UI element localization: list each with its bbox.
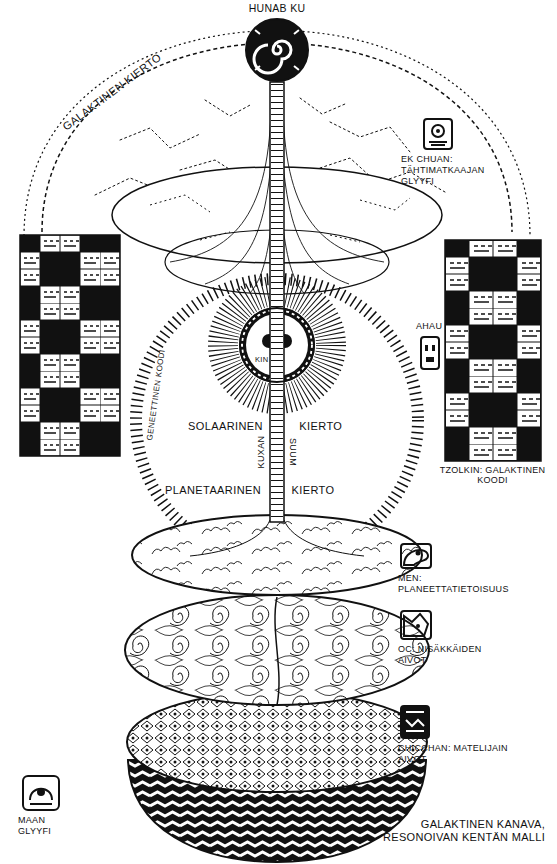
ahau-glyph — [425, 345, 428, 351]
hunab-ku-symbol — [246, 19, 308, 81]
chicchan-glyph — [402, 707, 428, 737]
star-constellations — [300, 98, 345, 114]
hunab-ku-symbol — [246, 19, 308, 81]
kuxan-suum-channel — [270, 82, 284, 522]
node-label: MAAN GLYYFI — [18, 815, 68, 837]
tzolkin-right — [445, 240, 541, 461]
kuxan-suum-channel — [271, 84, 283, 520]
glyph-box: CHICCHAN: MATELIJAIN AIVOT — [400, 705, 430, 739]
hunab-ku-circle: HUNAB KU — [245, 18, 309, 82]
node-label: MEN: PLANEETTATIETOISUUS — [398, 573, 518, 595]
ahau-glyph — [426, 357, 434, 362]
hunab-ku-symbol — [254, 41, 291, 73]
ek-chuan-glyph — [436, 129, 440, 133]
reptilian-layer — [127, 692, 427, 792]
tzolkin-right — [445, 240, 541, 461]
mammalian-layer — [275, 597, 279, 705]
reptilian-layer — [127, 692, 427, 792]
hunab-ku-symbol — [255, 30, 299, 70]
glyph-box: AHAU — [420, 336, 440, 370]
sun-circle: KIN — [239, 307, 315, 383]
mammalian-layer — [125, 595, 429, 705]
star-constellations — [205, 100, 252, 116]
glyph-box: OC: NISÄKKÄIDEN AIVOT — [400, 610, 432, 640]
node-label: HUNAB KU — [225, 2, 329, 15]
node-label: CHICCHAN: MATELIJAIN AIVOT — [398, 743, 508, 765]
planetary-layer — [132, 515, 422, 595]
chicchan-glyph — [402, 707, 428, 737]
glyph-box: EK CHUAN: TÄHTIMATKAAJAN GLYYFI — [423, 118, 453, 150]
earth-glyph — [37, 788, 45, 796]
node-label: EK CHUAN: TÄHTIMATKAAJAN GLYYFI — [401, 154, 513, 186]
caption: GALAKTINEN KANAVA, RESONOIVAN KENTÄN MAL… — [355, 818, 545, 844]
ahau-glyph — [425, 345, 435, 362]
star-constellations — [120, 128, 200, 148]
node-label: AHAU — [416, 321, 466, 332]
men-glyph — [404, 550, 428, 565]
mammalian-layer — [125, 595, 429, 705]
men-glyph — [404, 550, 428, 565]
ek-chuan-glyph — [429, 142, 447, 145]
ek-chuan-glyph — [432, 125, 444, 137]
kuxan-suum-channel — [270, 82, 284, 522]
earth-glyph — [30, 803, 52, 805]
planetary-layer — [190, 520, 364, 556]
planetary-layer — [132, 515, 422, 595]
ek-chuan-glyph — [429, 125, 447, 145]
glyph-box: MAAN GLYYFI — [22, 775, 60, 811]
tzolkin-left — [20, 235, 120, 456]
cycle-label: GALAKTINEN KIERTO — [60, 51, 164, 133]
men-glyph — [416, 551, 421, 556]
chicchan-glyph — [406, 712, 424, 731]
cycle-label: KUXAN — [256, 435, 266, 468]
ahau-glyph — [432, 345, 435, 351]
cycle-label: GENEETTINEN KOODI — [145, 349, 167, 441]
cycle-label: SOLAARINEN KIERTO — [188, 420, 342, 433]
node-label: KIN — [255, 355, 275, 364]
oc-glyph — [404, 614, 428, 636]
star-constellations — [330, 122, 410, 152]
cycle-label: PLANETAARINEN KIERTO — [165, 484, 334, 497]
node-label: OC: NISÄKKÄIDEN AIVOT — [398, 644, 503, 666]
node-label: TZOLKIN: GALAKTINEN KOODI — [439, 465, 547, 487]
earth-glyph — [30, 788, 52, 804]
cycle-label: SUUM — [288, 438, 298, 466]
oc-glyph — [416, 624, 420, 628]
tzolkin-table: TZOLKIN: GALAKTINEN KOODI — [445, 240, 541, 461]
glyph-box: MEN: PLANEETTATIETOISUUS — [400, 543, 432, 569]
tzolkin-left — [20, 235, 120, 456]
oc-glyph — [404, 614, 428, 636]
earth-glyph — [30, 789, 52, 800]
